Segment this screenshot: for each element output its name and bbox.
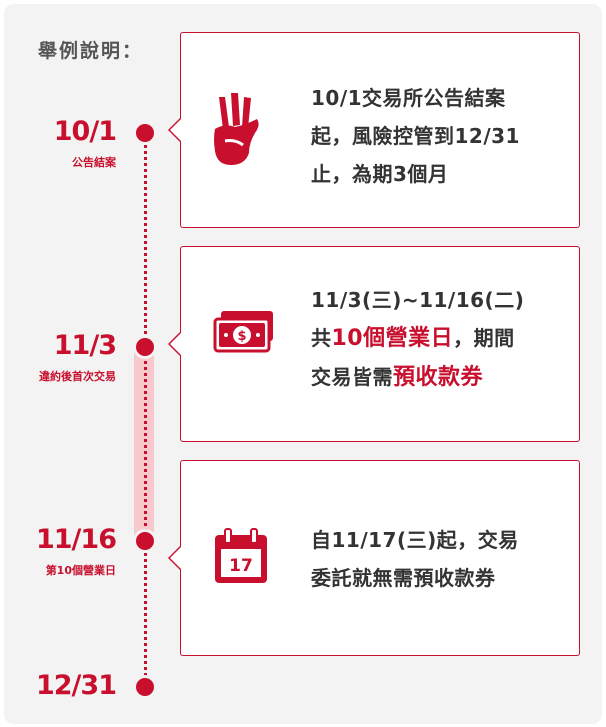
business-days-highlight: 10個營業日 (331, 326, 454, 351)
card2-line2: 共10個營業日，期間 (311, 319, 559, 358)
card-announcement: 10/1交易所公告結案 起，風險控管到12/31 止，為期3個月 (168, 32, 580, 228)
card1-line2: 起，風險控管到12/31 (311, 124, 520, 148)
calendar-icon: 17 (211, 527, 271, 589)
card2-line1: 11/3(三)~11/16(二) (311, 288, 525, 312)
card3-line1: 自11/17(三)起，交易 (311, 528, 519, 552)
timeline-label-1: 公告結案 (72, 156, 116, 169)
timeline-date-2: 11/3 (53, 330, 117, 361)
card-pointer (168, 117, 182, 143)
three-fingers-hand-icon (211, 93, 267, 171)
timeline-dot-4 (136, 678, 154, 696)
timeline-date-4: 12/31 (35, 670, 117, 701)
timeline-dot-3 (136, 532, 154, 550)
card2-line3: 交易皆需預收款券 (311, 358, 559, 397)
card-prepay-text: 11/3(三)~11/16(二) 共10個營業日，期間 交易皆需預收款券 (311, 281, 559, 397)
timeline-line (144, 134, 147, 688)
timeline-dot-1 (136, 124, 154, 142)
prepay-highlight: 預收款券 (393, 365, 484, 390)
example-panel: 舉例說明： 10/1 公告結案 11/3 違約後首次交易 11/16 第10個營… (4, 4, 602, 724)
card-no-prepay: 17 自11/17(三)起，交易 委託就無需預收款券 (168, 460, 580, 656)
card3-line2: 委託就無需預收款券 (311, 566, 496, 590)
timeline-dot-2 (136, 338, 154, 356)
card1-line1: 10/1交易所公告結案 (311, 86, 506, 110)
card1-line3-b: 3個月 (393, 162, 449, 186)
card-no-prepay-text: 自11/17(三)起，交易 委託就無需預收款券 (311, 521, 559, 597)
cash-money-icon: $ (211, 309, 277, 367)
card-announcement-text: 10/1交易所公告結案 起，風險控管到12/31 止，為期3個月 (311, 79, 559, 193)
card-pointer (168, 545, 182, 571)
card2-line2-post: ，期間 (453, 326, 515, 350)
card1-line3: 止，為期3個月 (311, 155, 559, 193)
card2-line2-pre: 共 (311, 326, 332, 350)
card-prepay-period: $ 11/3(三)~11/16(二) 共10個營業日，期間 交易皆需預收款券 (168, 246, 580, 442)
card1-line3-a: 止，為期 (311, 162, 393, 186)
timeline-date-1: 10/1 (53, 116, 117, 147)
timeline-label-3: 第10個營業日 (45, 564, 116, 577)
card-pointer (168, 331, 182, 357)
example-header: 舉例說明： (38, 40, 144, 62)
timeline-label-2: 違約後首次交易 (39, 370, 116, 383)
svg-text:$: $ (237, 329, 246, 344)
card2-line3-pre: 交易皆需 (311, 365, 393, 389)
calendar-day-label: 17 (229, 556, 253, 576)
timeline-date-3: 11/16 (35, 524, 117, 555)
